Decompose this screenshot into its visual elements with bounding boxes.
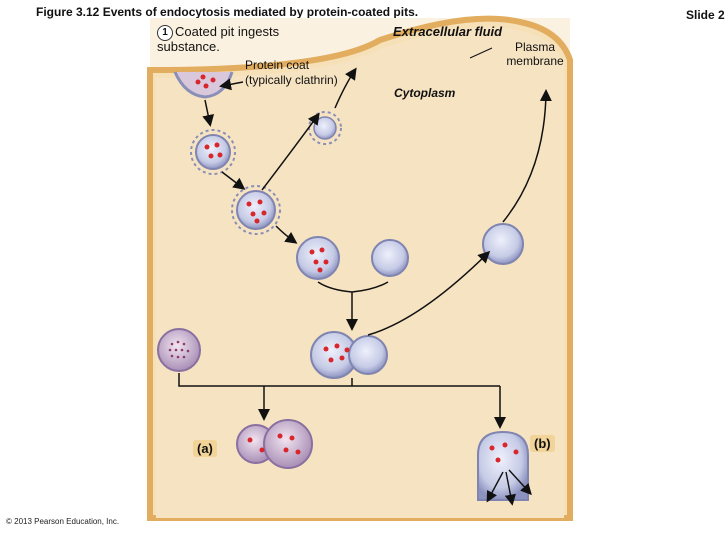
uncoated-vesicle xyxy=(296,236,340,280)
copyright: © 2013 Pearson Education, Inc. xyxy=(6,517,120,526)
plasma-membrane-pointer xyxy=(469,47,493,59)
protein-coat-label: Protein coat (typically clathrin) xyxy=(245,58,338,87)
step-1-text: Coated pit ingests xyxy=(175,24,280,39)
endosome xyxy=(371,239,409,277)
slide-label: Slide 2 xyxy=(686,8,725,22)
plasma-membrane-label: Plasma membrane xyxy=(506,40,564,68)
coated-vesicle-2 xyxy=(231,185,281,235)
step-number-badge: 1 xyxy=(157,25,173,41)
figure-title: Figure 3.12 Events of endocytosis mediat… xyxy=(36,5,419,19)
pathway-b-label: (b) xyxy=(530,435,555,452)
fused-vesicle xyxy=(310,331,388,379)
cytoplasm xyxy=(156,27,564,519)
lysosome-fusion xyxy=(236,419,313,469)
lysosome xyxy=(157,328,201,372)
extracellular-fluid-label: Extracellular fluid xyxy=(393,24,503,39)
cytoplasm-label: Cytoplasm xyxy=(394,86,456,100)
step-1-text-line2: substance. xyxy=(157,39,220,54)
pathway-a-label: (a) xyxy=(193,440,217,457)
recycling-vesicle xyxy=(482,223,524,265)
exocytosis-vesicle xyxy=(477,430,532,506)
pathway-arrows xyxy=(178,67,552,429)
coated-vesicle-1 xyxy=(190,129,236,175)
